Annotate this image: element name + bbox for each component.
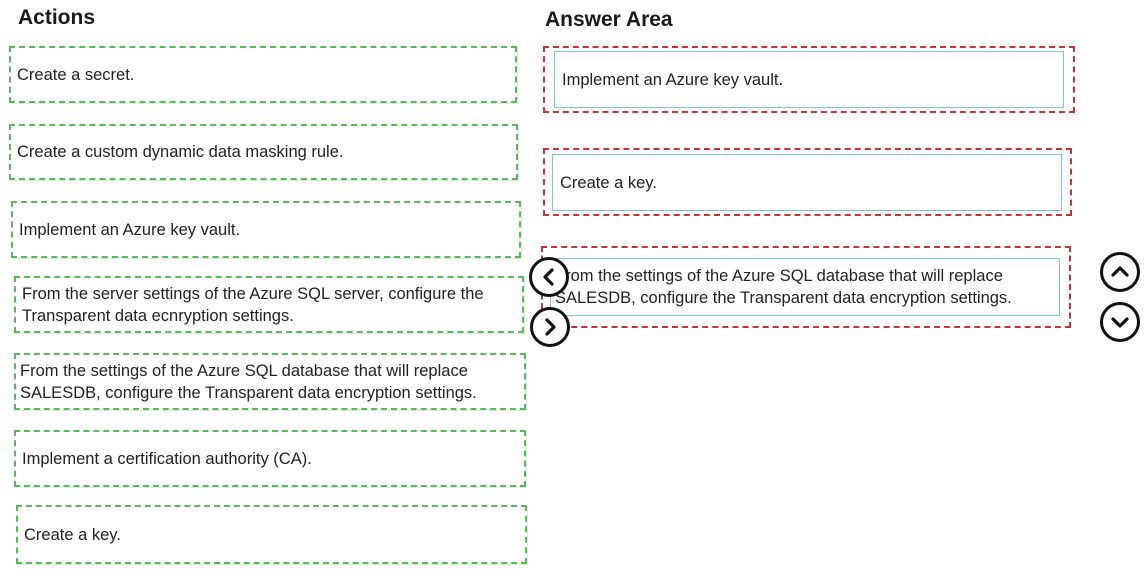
- answer-item-create-key[interactable]: Create a key.: [552, 154, 1062, 211]
- answer-item-database-tde-settings[interactable]: From the settings of the Azure SQL datab…: [550, 258, 1060, 316]
- action-item-label: Implement an Azure key vault.: [19, 220, 241, 239]
- action-item-server-tde-settings[interactable]: From the server settings of the Azure SQ…: [14, 276, 524, 333]
- answer-item-label: Create a key.: [560, 173, 657, 192]
- chevron-down-icon: [1111, 317, 1129, 328]
- action-item-label: Create a key.: [24, 525, 121, 544]
- action-item-create-secret[interactable]: Create a secret.: [9, 46, 517, 103]
- answer-area-heading: Answer Area: [545, 8, 673, 31]
- answer-item-label: Implement an Azure key vault.: [562, 70, 784, 89]
- answer-item-label: From the settings of the Azure SQL datab…: [555, 267, 1012, 307]
- action-item-label: Create a secret.: [17, 65, 135, 84]
- action-item-create-ddm-rule[interactable]: Create a custom dynamic data masking rul…: [9, 124, 518, 180]
- action-item-database-tde-settings[interactable]: From the settings of the Azure SQL datab…: [14, 353, 526, 410]
- chevron-right-icon: [545, 318, 556, 336]
- move-down-button[interactable]: [1100, 302, 1140, 342]
- action-item-implement-key-vault[interactable]: Implement an Azure key vault.: [11, 201, 521, 258]
- action-item-label: Implement a certification authority (CA)…: [22, 449, 312, 468]
- action-item-create-key[interactable]: Create a key.: [16, 505, 527, 564]
- action-item-label: From the server settings of the Azure SQ…: [22, 284, 484, 325]
- action-item-label: Create a custom dynamic data masking rul…: [17, 143, 344, 161]
- action-item-implement-ca[interactable]: Implement a certification authority (CA)…: [14, 430, 526, 487]
- move-up-button[interactable]: [1100, 252, 1140, 292]
- actions-heading: Actions: [18, 6, 96, 29]
- move-right-button[interactable]: [530, 307, 570, 347]
- chevron-up-icon: [1111, 266, 1129, 277]
- action-item-label: From the settings of the Azure SQL datab…: [20, 361, 477, 402]
- move-left-button[interactable]: [529, 257, 569, 297]
- chevron-left-icon: [543, 268, 554, 286]
- answer-item-implement-key-vault[interactable]: Implement an Azure key vault.: [554, 51, 1064, 108]
